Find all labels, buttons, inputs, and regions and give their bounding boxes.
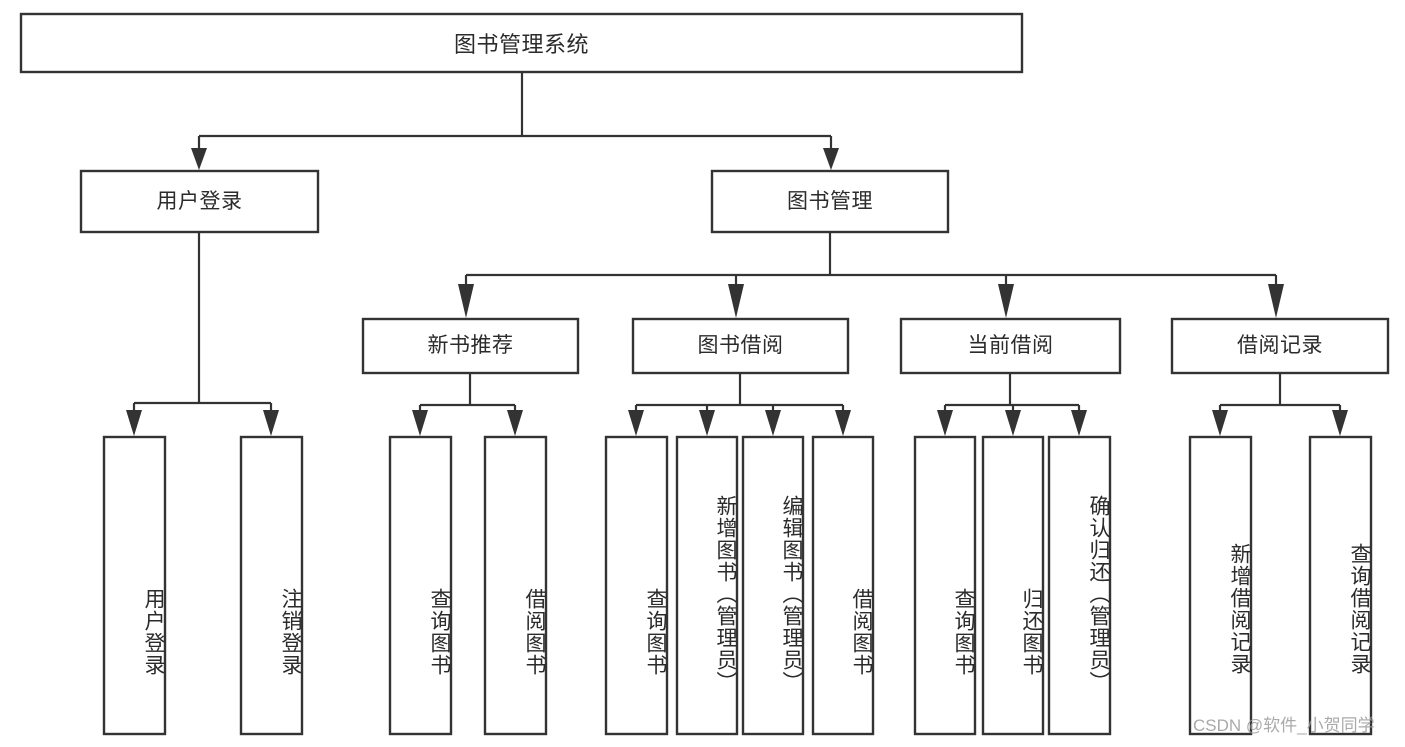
arrow-to-leaf-return-book [1005,410,1021,436]
node-box-leaf-borrow-book-2[interactable] [811,435,875,736]
arrow-to-leaf-query-book-1 [412,410,428,436]
arrow-root-to-book-manage [823,148,839,170]
node-box-leaf-return-book[interactable] [981,435,1045,736]
arrow-to-leaf-query-book-3 [937,410,953,436]
node-box-user-login[interactable] [79,169,320,234]
node-box-current-borrow[interactable] [899,317,1122,375]
node-box-new-book-recommend[interactable] [361,317,580,375]
arrow-to-leaf-query-book-2 [628,410,644,436]
node-box-leaf-borrow-book-1[interactable] [483,435,548,736]
node-box-book-borrow[interactable] [631,317,850,375]
node-box-leaf-confirm-return[interactable] [1047,435,1112,736]
node-box-leaf-query-book-2[interactable] [604,435,669,736]
arrow-to-leaf-confirm-return [1071,410,1087,436]
node-box-root[interactable] [19,12,1024,74]
arrow-root-to-user-login [191,148,207,170]
node-box-borrow-record[interactable] [1170,317,1390,375]
node-box-leaf-query-record[interactable] [1308,435,1373,736]
arrow-to-leaf-add-book [699,410,715,436]
node-box-leaf-add-record[interactable] [1188,435,1253,736]
arrow-to-borrow-record [1268,284,1284,318]
arrow-to-leaf-user-login [126,410,142,436]
arrow-to-leaf-query-record [1332,410,1348,436]
node-box-leaf-add-book[interactable] [675,435,739,736]
node-box-leaf-edit-book[interactable] [741,435,805,736]
node-box-leaf-user-logout[interactable] [239,435,304,736]
arrow-to-leaf-edit-book [765,410,781,436]
csdn-watermark: CSDN @软件_小贺同学 [1193,716,1375,735]
node-box-leaf-query-book-1[interactable] [388,435,453,736]
node-box-book-manage[interactable] [710,169,950,234]
arrow-to-leaf-borrow-book-2 [835,410,851,436]
node-box-leaf-query-book-3[interactable] [913,435,977,736]
node-box-leaf-user-login[interactable] [102,435,167,736]
arrow-to-book-borrow [728,284,744,318]
arrow-to-current-borrow [998,284,1014,318]
arrow-to-leaf-borrow-book-1 [507,410,523,436]
arrow-to-new-book-recommend [458,284,474,318]
arrow-to-leaf-add-record [1212,410,1228,436]
arrow-to-leaf-user-logout [263,410,279,436]
